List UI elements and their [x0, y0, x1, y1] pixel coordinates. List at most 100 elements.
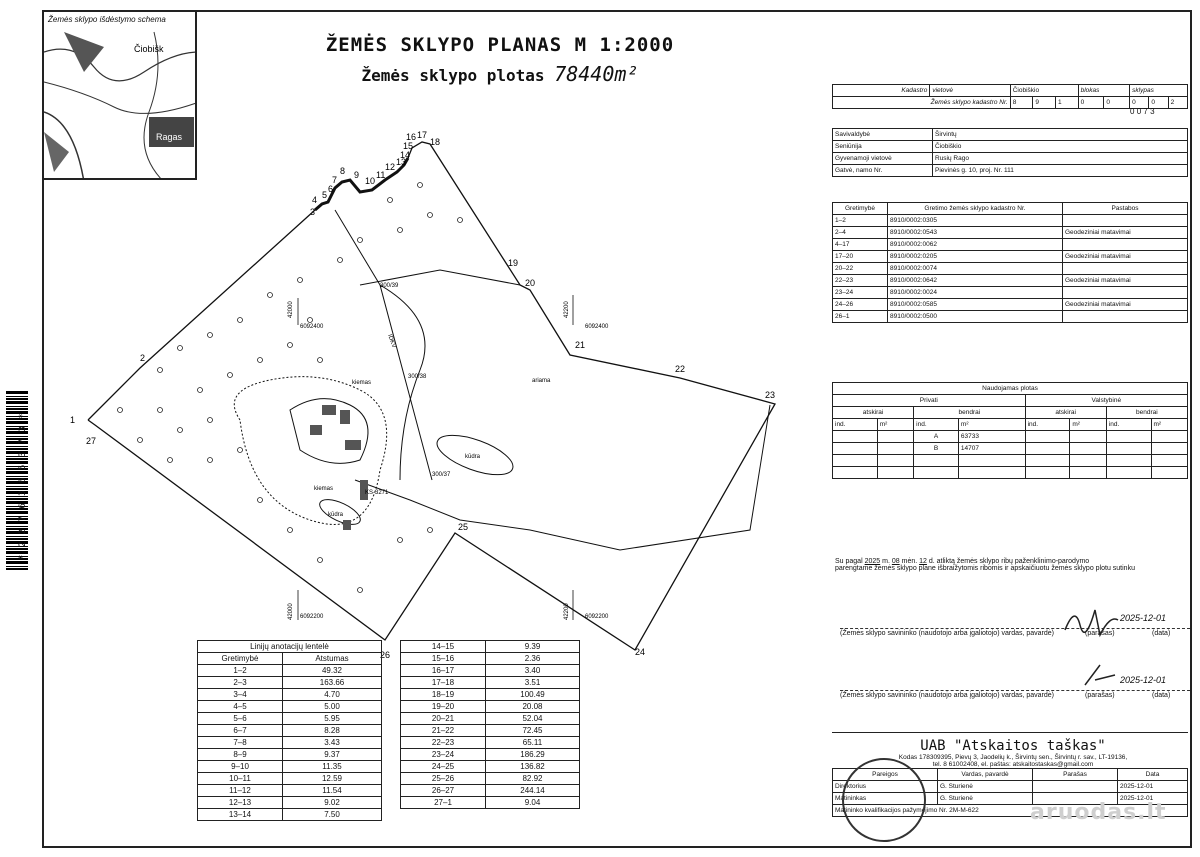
neighbor-cell: 26–1 [832, 310, 888, 323]
cadastre-digit: 1 [1054, 96, 1079, 109]
line-dist: 244.14 [485, 784, 580, 797]
line-dist: 12.59 [282, 772, 382, 785]
point-12: 12 [385, 162, 395, 172]
cadastre-digits-tail: 0 0 7 3 [1130, 107, 1155, 116]
usage-row-ind: B [913, 442, 959, 455]
neighbor-cell: 8910/0002:0543 [887, 226, 1063, 239]
line-seg: 22–23 [400, 736, 486, 749]
line-dist: 5.00 [282, 700, 382, 713]
line-seg: 16–17 [400, 664, 486, 677]
plan-sheet [42, 10, 1192, 848]
line-dist: 4.70 [282, 688, 382, 701]
agreement-text: Su pagal 2025 m. 08 mėn. 12 d. atliktą ž… [835, 558, 1135, 572]
usage-atskirai: atskirai [831, 406, 915, 419]
neighbor-cell: 8910/0002:0585 [887, 298, 1063, 311]
line-seg: 2–3 [197, 676, 283, 689]
point-13: 13 [396, 157, 406, 167]
signature-1 [1064, 609, 1119, 638]
line-seg: 1–2 [197, 664, 283, 677]
line-dist: 65.11 [485, 736, 580, 749]
company-name: UAB "Atskaitos taškas" [920, 738, 1106, 754]
point-22: 22 [675, 364, 685, 374]
map-label-8: kūdra [465, 454, 481, 460]
line-seg: 17–18 [400, 676, 486, 689]
neighbor-cell [1062, 262, 1188, 275]
line-seg: 24–25 [400, 760, 486, 773]
signature-row-1: (Žemės sklypo savininko (naudotojo arba … [840, 613, 1190, 637]
line-seg: 18–19 [400, 688, 486, 701]
vietove-value: Čiobiškio [1009, 84, 1079, 97]
cadastre-digit: 9 [1032, 96, 1056, 109]
point-23: 23 [765, 390, 775, 400]
usage-atskirai: atskirai [1024, 406, 1107, 419]
usage-ind: ind. [1105, 418, 1152, 431]
point-7: 7 [332, 175, 337, 185]
point-27: 27 [86, 436, 96, 446]
neighbor-cell: 23–24 [832, 286, 888, 299]
map-label-7: ariama [532, 378, 551, 384]
usage-valstybine: Valstybinė [1024, 394, 1189, 407]
line-seg: 26–27 [400, 784, 486, 797]
cadastre-digit: 0 [1077, 96, 1105, 109]
point-11: 11 [376, 170, 385, 180]
neighbors-header: Gretimo žemės sklypo kadastro Nr. [887, 202, 1063, 215]
usage-privati: Privati [832, 394, 1026, 407]
line-seg: 27–1 [400, 796, 486, 809]
location-label: Gyvenamoji vietovė [832, 152, 933, 165]
usage-row-ind: A [913, 430, 959, 443]
inset-map: Čiobišk Ragas [44, 31, 195, 178]
map-label-10: IDKV [386, 334, 396, 349]
line-seg: 19–20 [400, 700, 486, 713]
area-value: 78440m² [554, 62, 639, 86]
neighbor-cell: Geodeziniai matavimai [1062, 226, 1188, 239]
point-15: 15 [403, 141, 413, 151]
neighbor-cell: 8910/0002:0500 [887, 310, 1063, 323]
point-17: 17 [417, 130, 427, 140]
coord-label-2: 6092400 [585, 324, 609, 330]
staff-cell [1032, 780, 1118, 793]
map-label-9: kūdra [328, 512, 344, 518]
map-label-4: KS-3271 [365, 490, 389, 496]
barcode-number: * 2 2 7 6 3 6 5 3 7 3 * [18, 412, 28, 560]
point-6: 6 [328, 184, 333, 194]
inset-label-ragas: Ragas [156, 132, 183, 142]
coord-label-3: 6092200 [300, 614, 324, 620]
line-dist: 5.95 [282, 712, 382, 725]
coord-label-1: 6092400 [300, 324, 324, 330]
inset-title: Žemės sklypo išdėstymo schema [48, 15, 166, 24]
signature-row-2: (Žemės sklypo savininko (naudotojo arba … [840, 675, 1190, 699]
neighbor-cell: 8910/0002:0642 [887, 274, 1063, 287]
line-dist: 9.39 [485, 640, 580, 653]
point-14: 14 [400, 150, 410, 160]
location-value: Rusių Rago [932, 152, 1188, 165]
staff-cell: G. Sturienė [937, 792, 1033, 805]
coord-label-4: 6092200 [585, 614, 609, 620]
point-21: 21 [575, 340, 585, 350]
point-5: 5 [322, 190, 327, 200]
cadastre-nr-label: Žemės sklypo kadastro Nr. [832, 96, 1011, 109]
company-divider [832, 732, 1188, 733]
plan-title: ŽEMĖS SKLYPO PLANAS M 1:2000 [325, 34, 675, 56]
neighbor-cell: 8910/0002:0062 [887, 238, 1063, 251]
line-dist: 136.82 [485, 760, 580, 773]
point-18: 18 [430, 137, 440, 147]
point-20: 20 [525, 278, 535, 288]
neighbor-cell: 1–2 [832, 214, 888, 227]
kadastro-label: Kadastro [831, 84, 931, 97]
usage-m2: m² [1150, 418, 1189, 431]
point-1: 1 [70, 415, 75, 425]
line-dist: 82.92 [485, 772, 580, 785]
location-label: Seniūnija [832, 140, 933, 153]
line-dist: 186.29 [485, 748, 580, 761]
staff-header: Vardas, pavardė [937, 768, 1033, 781]
cadastre-digit: 0 [1103, 96, 1131, 109]
line-seg: 23–24 [400, 748, 486, 761]
line-dist: 3.40 [485, 664, 580, 677]
map-label-5: kiemas [352, 380, 371, 386]
staff-header: Parašas [1032, 768, 1118, 781]
usage-ind: ind. [832, 418, 878, 431]
point-25: 25 [458, 522, 468, 532]
neighbor-cell: 8910/0002:0205 [887, 250, 1063, 263]
